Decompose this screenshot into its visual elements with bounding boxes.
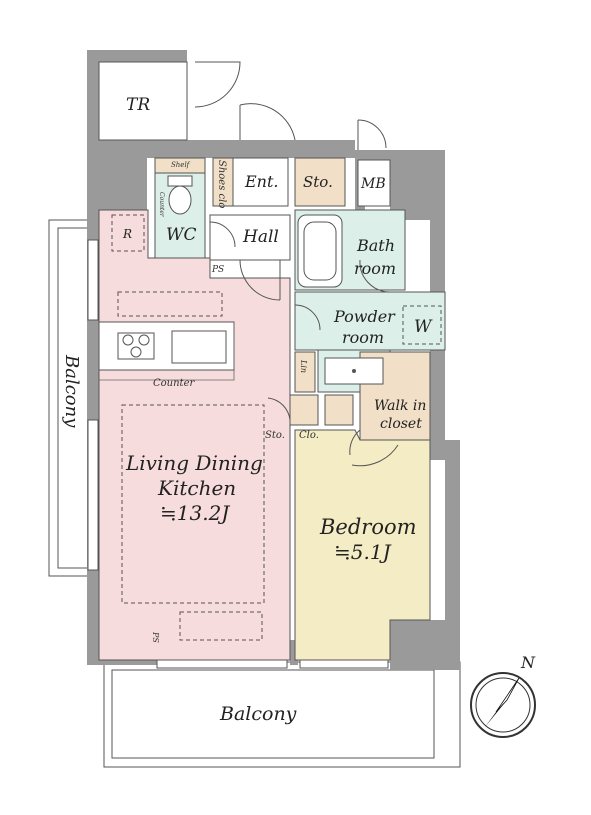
- label-bath-1: Bath: [356, 236, 395, 255]
- label-bath-2: room: [354, 259, 396, 278]
- lin-area: [294, 351, 316, 393]
- bathtub-icon: [297, 214, 343, 288]
- tv-board: [179, 611, 263, 641]
- label-wc: WC: [166, 225, 196, 245]
- label-sto-mid: Sto.: [265, 430, 285, 441]
- washbasin-icon: [324, 357, 384, 385]
- refrigerator-area: [111, 214, 145, 252]
- ldk-floor: [98, 209, 291, 661]
- windows: [87, 239, 389, 669]
- label-balcony-bottom: Balcony: [219, 703, 297, 725]
- toilet-icon: [167, 175, 193, 215]
- powder-floor: [294, 291, 446, 351]
- label-ps-1: PS: [211, 265, 224, 275]
- compass-icon: N: [470, 653, 536, 738]
- tr-box: [98, 61, 188, 141]
- ent-box: [232, 157, 289, 207]
- label-hall: Hall: [242, 227, 279, 247]
- balcony-bottom: [103, 661, 461, 768]
- sto-top-area: [294, 157, 346, 207]
- label-r: R: [122, 227, 132, 241]
- washer-area: [402, 305, 442, 345]
- label-powder-2: room: [342, 328, 384, 347]
- label-shelf: Shelf: [171, 161, 191, 169]
- label-powder-1: Powder: [333, 307, 396, 326]
- label-counter-small: Counter: [158, 192, 165, 218]
- sto-mid-area: [289, 394, 319, 426]
- label-lin: Lin: [299, 359, 308, 373]
- label-ldk-1: Living Dining: [125, 451, 263, 475]
- label-bed-1: Bedroom: [319, 515, 417, 539]
- living-rug: [121, 404, 265, 604]
- label-ent: Ent.: [244, 172, 279, 191]
- cabinet-area: [117, 291, 223, 317]
- kitchen-counter: [98, 321, 235, 381]
- label-walkin-2: closet: [380, 416, 422, 432]
- label-bed-size: ≒5.1J: [334, 540, 392, 564]
- label-ps-2: PS: [151, 631, 160, 643]
- label-tr: TR: [126, 95, 150, 115]
- shelf-area: [154, 157, 206, 174]
- label-sto-top: Sto.: [303, 173, 333, 191]
- hall-box: [209, 214, 291, 261]
- label-counter: Counter: [153, 378, 195, 389]
- label-w: W: [414, 317, 433, 337]
- compass-label: N: [520, 653, 536, 672]
- label-shoes-clo: Shoes clo: [216, 160, 227, 208]
- label-balcony-left: Balcony: [61, 354, 82, 428]
- label-mb: MB: [360, 176, 386, 192]
- label-walkin-1: Walk in: [374, 398, 426, 414]
- doors: [194, 61, 399, 467]
- mb-box: [357, 159, 391, 207]
- label-clo: Clo.: [299, 430, 319, 441]
- clo-area: [324, 394, 354, 426]
- label-ldk-size: ≒13.2J: [160, 501, 230, 525]
- label-ldk-2: Kitchen: [157, 476, 236, 500]
